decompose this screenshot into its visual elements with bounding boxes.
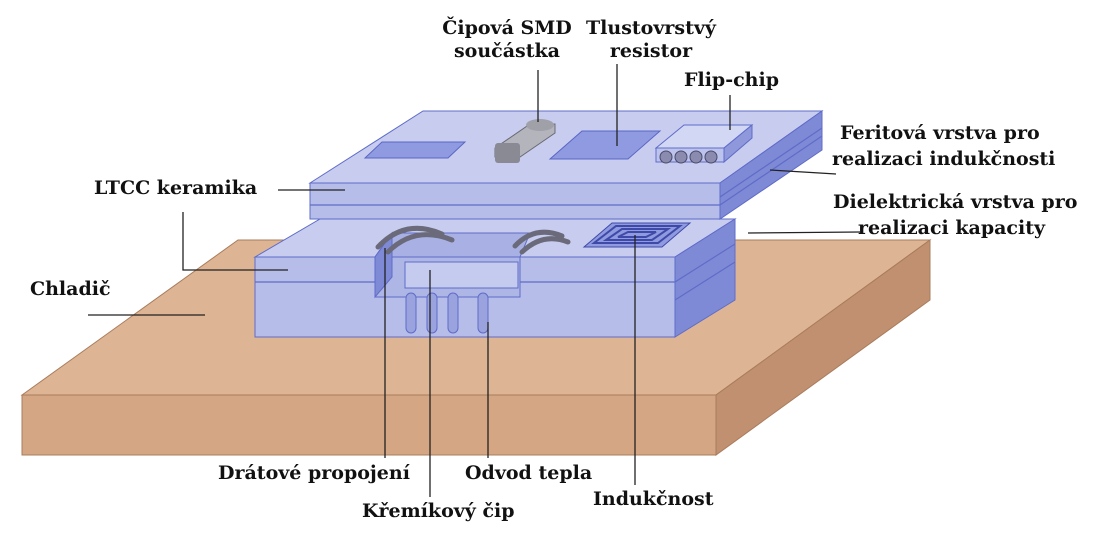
leader-ltcc-lower <box>182 212 288 271</box>
heatsink-front-face <box>21 394 717 456</box>
label-dielectric-line2: realizaci kapacity <box>858 217 1046 239</box>
upper-block-layer-line <box>719 127 823 198</box>
label-dielectric-line1: Dielektrická vrstva pro <box>833 191 1078 213</box>
printed-pad <box>363 141 467 159</box>
lower-block-layer-line <box>674 243 736 283</box>
label-chip-smd-line1: Čipová SMD <box>442 17 572 39</box>
wire-bonds <box>375 225 571 255</box>
label-heatsink: Chladič <box>30 278 111 300</box>
lower-block-side-face <box>674 218 736 338</box>
smd-cap <box>526 119 554 131</box>
chip-cavity <box>374 231 531 334</box>
inductor-turn <box>617 231 657 238</box>
wire-bond <box>519 236 571 255</box>
thermal-via <box>447 292 459 334</box>
label-inductance: Indukčnost <box>593 488 714 510</box>
upper-block-front-face <box>309 182 721 220</box>
label-chip-smd-line2: součástka <box>453 40 560 62</box>
flip-chip <box>654 123 754 164</box>
wire-bond <box>512 229 565 249</box>
leader-lines <box>88 64 861 497</box>
smd-end <box>495 143 520 163</box>
inductor-spiral <box>582 222 692 248</box>
surface-components <box>363 119 754 164</box>
wire-bond <box>375 225 445 250</box>
label-thick-resistor-line2: resistor <box>609 40 693 62</box>
thermal-via <box>426 292 438 334</box>
label-wire-bond: Drátové propojení <box>218 462 410 484</box>
label-silicon-chip: Křemíkový čip <box>362 500 515 522</box>
thermal-vias <box>405 292 489 334</box>
lower-block-layer-line <box>674 261 736 301</box>
thermal-via <box>477 292 489 334</box>
inductor-turn <box>602 228 672 241</box>
label-flip-chip: Flip-chip <box>684 69 779 91</box>
smd-component <box>494 119 556 163</box>
solder-bump <box>659 150 673 164</box>
heatsink-side-face <box>715 239 931 456</box>
label-chip-smd: Čipová SMD součástka <box>440 17 574 63</box>
label-dielectric: Dielektrická vrstva pro realizaci kapaci… <box>833 191 1077 240</box>
inductor-turn <box>591 225 683 244</box>
wire-bond <box>385 232 455 255</box>
solder-bump <box>704 150 718 164</box>
label-heat-removal: Odvod tepla <box>465 462 593 484</box>
label-ferrite-line2: realizaci indukčnosti <box>832 148 1056 170</box>
silicon-chip <box>404 261 519 289</box>
label-thick-resistor: Tlustovrstvý resistor <box>586 17 716 63</box>
thick-film-resistor <box>548 130 662 160</box>
flip-chip-side <box>723 123 753 164</box>
label-ltcc: LTCC keramika <box>94 177 258 199</box>
label-ferrite: Feritová vrstva pro realizaci indukčnost… <box>832 122 1055 171</box>
thermal-via <box>405 292 417 334</box>
solder-bump <box>674 150 688 164</box>
leader-ferrite <box>769 169 837 175</box>
label-ferrite-line1: Feritová vrstva pro <box>840 122 1040 144</box>
leader-dielectric <box>747 231 861 234</box>
upper-block-side-face <box>719 110 823 220</box>
solder-bump <box>689 150 703 164</box>
label-thick-resistor-line1: Tlustovrstvý <box>586 17 716 39</box>
